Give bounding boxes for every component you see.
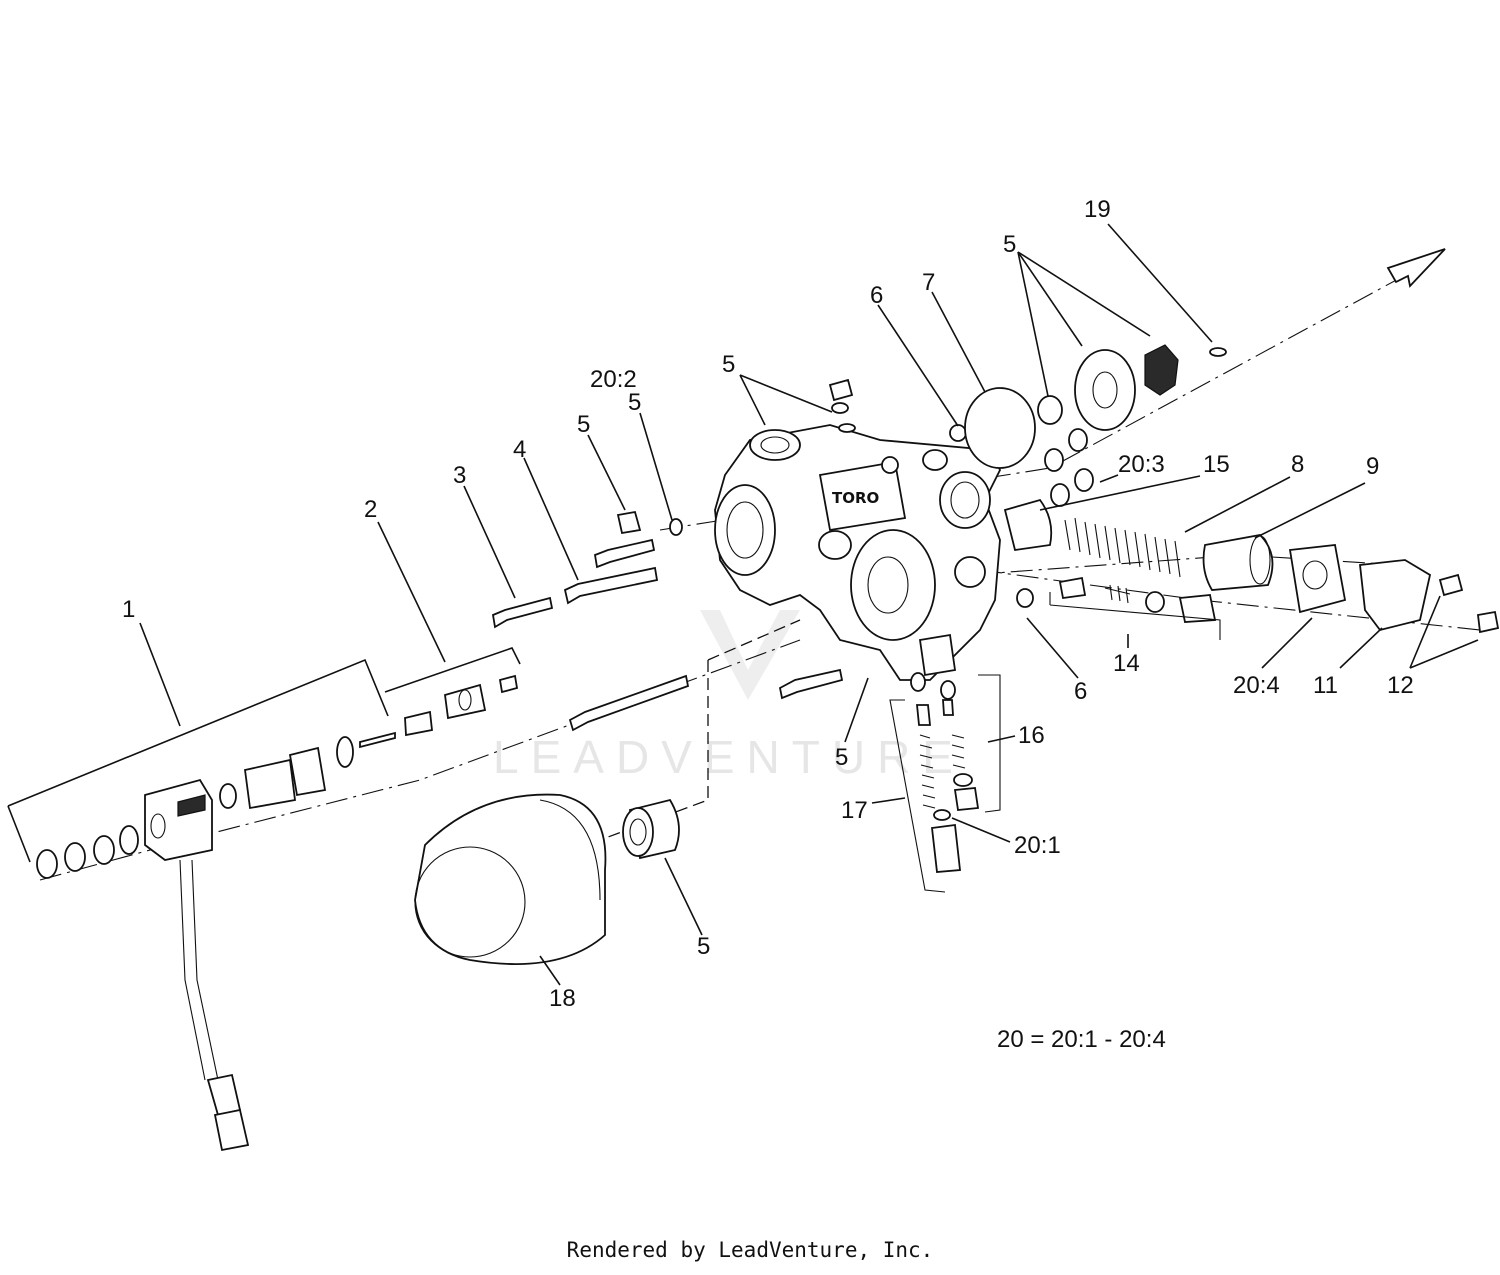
callout-20-1: 20:1 xyxy=(1014,832,1061,859)
callout-14: 14 xyxy=(1113,650,1140,677)
callout-5-gears: 5 xyxy=(1003,231,1016,258)
callout-5-fitting: 5 xyxy=(722,351,735,378)
callout-20-4: 20:4 xyxy=(1233,672,1280,699)
top-fittings-part xyxy=(828,378,1036,469)
pump-body-part: TORO xyxy=(714,424,1002,681)
bolts-part xyxy=(491,510,844,732)
callout-5-bolt: 5 xyxy=(577,411,590,438)
callout-19: 19 xyxy=(1084,196,1111,223)
spool-part xyxy=(359,674,519,749)
callout-5-plug: 5 xyxy=(835,744,848,771)
callout-labels: 1 2 3 4 5 20:2 5 5 6 7 5 19 20:3 15 8 9 … xyxy=(122,196,1414,1012)
direction-arrow-icon xyxy=(1386,248,1446,288)
callout-7: 7 xyxy=(922,269,935,296)
body-logo: TORO xyxy=(832,489,879,507)
callout-12: 12 xyxy=(1387,672,1414,699)
valve-groups-16-17-part xyxy=(889,672,1001,893)
callout-5-washer: 5 xyxy=(628,389,641,416)
relief-spring-part xyxy=(1003,498,1500,634)
callout-18: 18 xyxy=(549,985,576,1012)
callout-6-bottom: 6 xyxy=(1074,678,1087,705)
callout-6-top: 6 xyxy=(870,282,883,309)
oil-filter-part xyxy=(414,793,607,965)
watermark-text: LEADVENTURE xyxy=(493,731,965,783)
filter-adapter-part xyxy=(622,798,680,860)
kit-equation: 20 = 20:1 - 20:4 xyxy=(997,1026,1166,1053)
callout-5-adapter: 5 xyxy=(697,933,710,960)
leadventure-watermark: LEADVENTURE xyxy=(493,610,965,783)
callout-1: 1 xyxy=(122,596,135,623)
leader-lines xyxy=(7,223,1479,986)
render-credit: Rendered by LeadVenture, Inc. xyxy=(566,1238,934,1262)
solenoid-valve-part xyxy=(219,736,354,810)
callout-15: 15 xyxy=(1203,451,1230,478)
callout-11: 11 xyxy=(1313,672,1338,699)
callout-8: 8 xyxy=(1291,451,1304,478)
gear-set-part xyxy=(1037,344,1227,507)
callout-3: 3 xyxy=(453,462,466,489)
callout-4: 4 xyxy=(513,436,526,463)
callout-16: 16 xyxy=(1018,722,1045,749)
solenoid-coil-part xyxy=(36,778,250,1152)
callout-2: 2 xyxy=(364,496,377,523)
callout-9: 9 xyxy=(1366,453,1379,480)
callout-17: 17 xyxy=(841,797,868,824)
callout-20-3: 20:3 xyxy=(1118,451,1165,478)
valve-group-14-part xyxy=(1016,576,1221,640)
callout-20-2: 20:2 xyxy=(590,366,637,393)
